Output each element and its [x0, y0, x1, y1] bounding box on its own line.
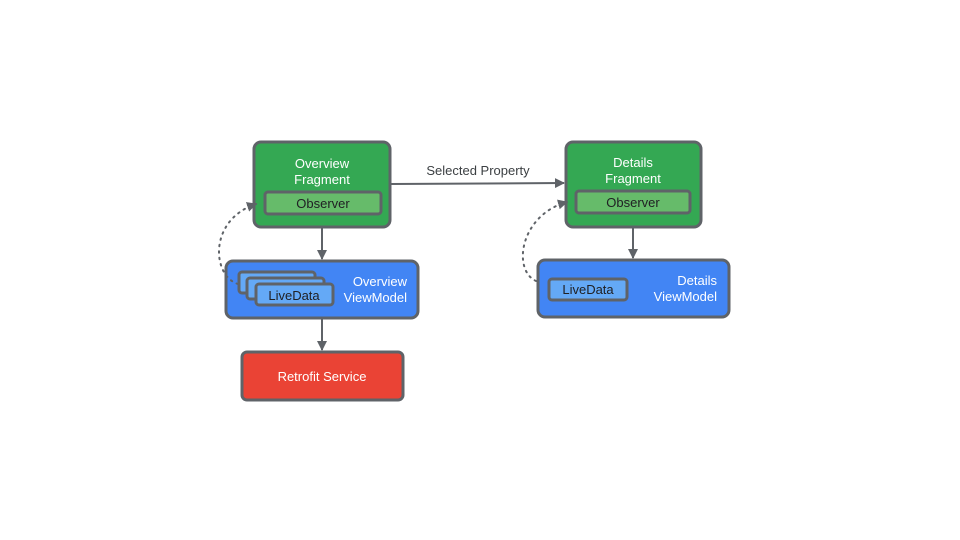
details-viewmodel-node: Details ViewModel LiveData [536, 258, 731, 319]
details-livedata-observe-arc [521, 199, 568, 282]
overview-fragment-node: Overview Fragment Observer [252, 140, 392, 229]
details-viewmodel-label-line1: Details [677, 273, 717, 288]
details-observer-node: Observer [574, 189, 692, 215]
overview-observer-node: Observer [263, 190, 383, 216]
overview-viewmodel-label-line2: ViewModel [344, 290, 407, 305]
details-fragment-label-line1: Details [613, 155, 653, 170]
details-fragment-label-line2: Fragment [605, 171, 661, 186]
overview-viewmodel-label-line1: Overview [353, 274, 408, 289]
retrofit-service-node: Retrofit Service [240, 350, 405, 402]
details-fragment-node: Details Fragment Observer [564, 140, 703, 229]
overview-livedata-observe-arc [218, 202, 257, 285]
livedata-stack-front [254, 282, 335, 307]
overview-fragment-label-line2: Fragment [294, 172, 350, 187]
details-livedata-label: LiveData [562, 282, 614, 297]
overview-observer-label: Observer [296, 196, 350, 211]
overview-fragment-label-line1: Overview [295, 156, 350, 171]
overview-livedata-stack: LiveData [237, 270, 335, 307]
details-viewmodel-label-line2: ViewModel [654, 289, 717, 304]
retrofit-service-label: Retrofit Service [278, 369, 367, 384]
overview-livedata-label: LiveData [268, 288, 320, 303]
details-observer-label: Observer [606, 195, 660, 210]
selected-property-label: Selected Property [426, 163, 530, 178]
details-livedata-node: LiveData [547, 277, 629, 302]
overview-viewmodel-node: Overview ViewModel LiveData [224, 259, 420, 320]
selected-property-arrow [390, 178, 565, 189]
